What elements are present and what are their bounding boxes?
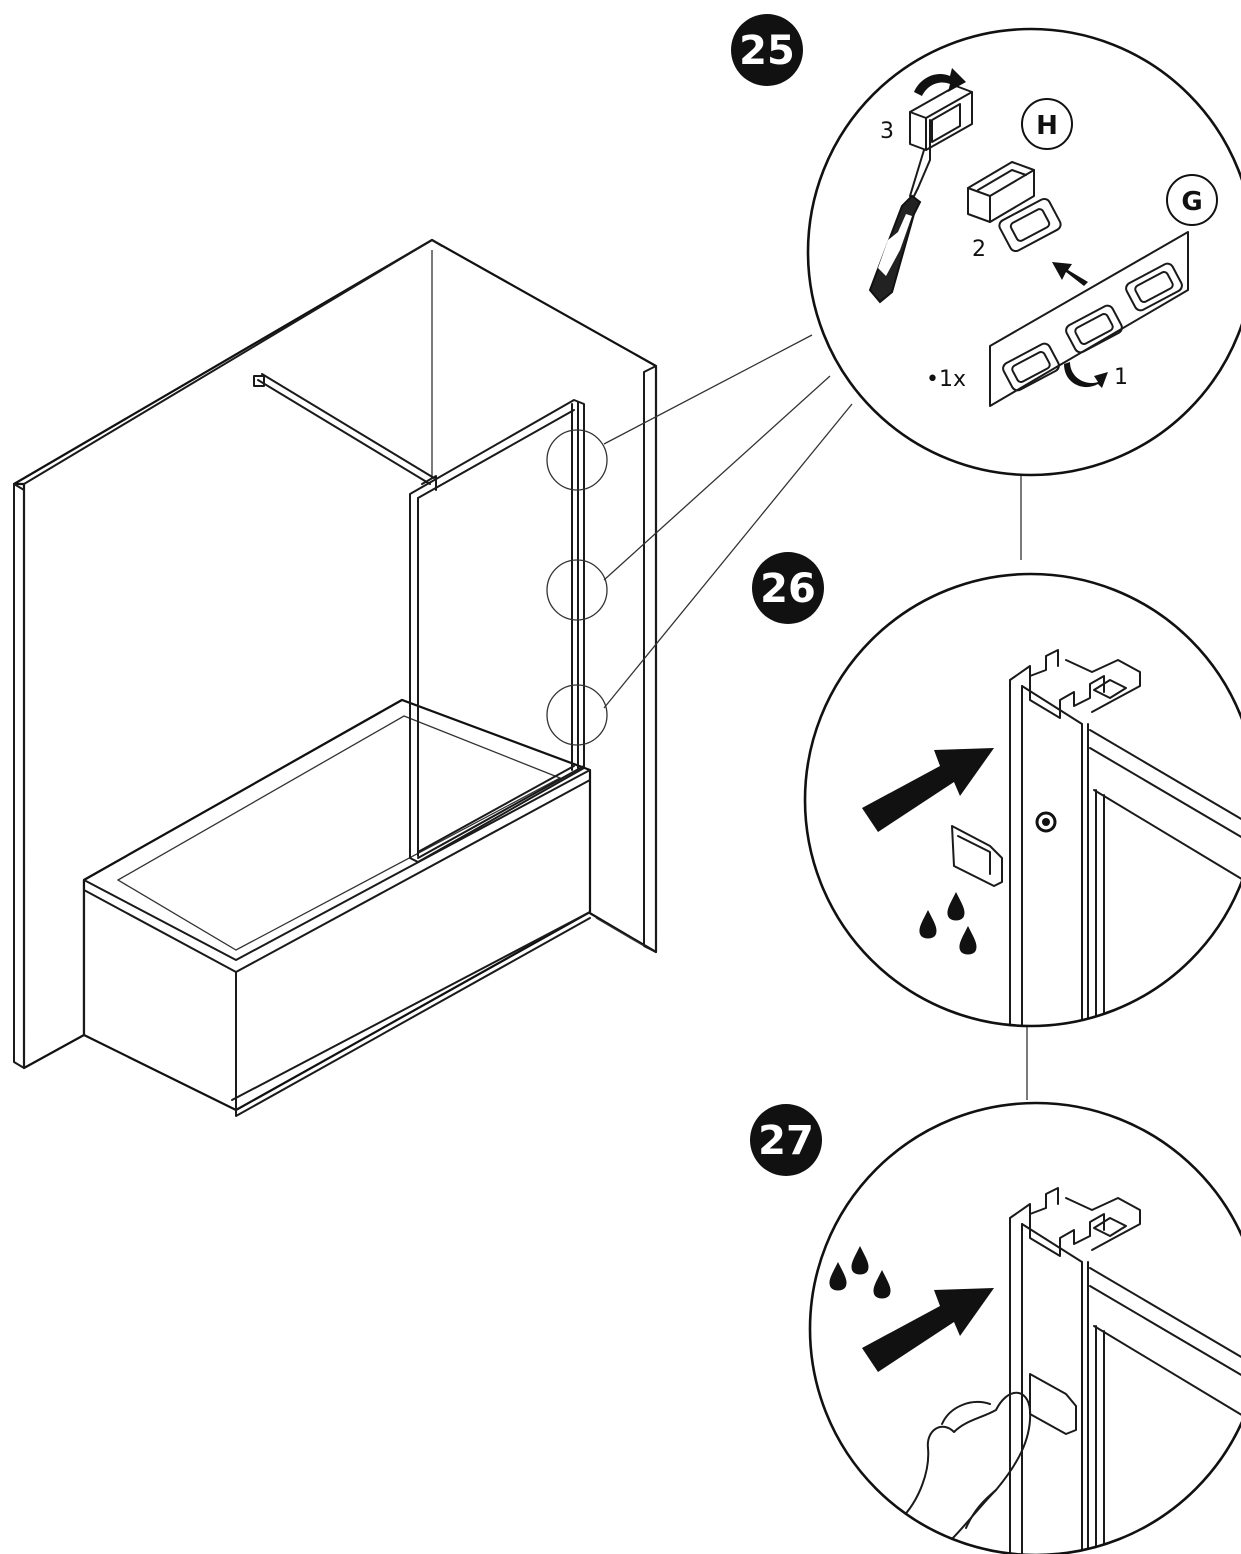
part-g-badge <box>1166 174 1218 226</box>
step-25-number: 25 <box>739 28 795 74</box>
rotate-arrow-icon <box>914 68 966 96</box>
part-2-pad <box>998 197 1062 253</box>
sub-step-1-label: 1 <box>1114 365 1128 390</box>
step-27-badge: 27 <box>750 1104 822 1176</box>
detail-marker-top <box>546 429 608 491</box>
support-bar <box>257 373 435 485</box>
sub-step-3-label: 3 <box>880 119 894 144</box>
detail-marker-middle <box>546 559 608 621</box>
water-drops-icon <box>829 1246 891 1299</box>
detail-circle-25 <box>806 27 1241 477</box>
part-h-label: H <box>1036 111 1058 141</box>
step-27-number: 27 <box>758 1118 814 1164</box>
peel-arrow-icon <box>1064 362 1108 388</box>
detail-marker-bottom <box>546 684 608 746</box>
sub-step-2-label: 2 <box>972 237 986 262</box>
detail-circle-27 <box>810 1103 1241 1554</box>
part-h-badge <box>1021 98 1073 150</box>
bath-scene <box>12 238 853 1117</box>
detail-circle-26 <box>805 574 1241 1026</box>
part-g-label: G <box>1181 187 1202 217</box>
part-h-bumper <box>967 161 1035 223</box>
step-26-number: 26 <box>760 566 816 612</box>
step-25-badge: 25 <box>731 14 803 86</box>
direction-arrow-icon <box>1052 262 1088 286</box>
step-26-detail <box>803 572 1241 1028</box>
push-arrow-icon <box>862 1288 994 1372</box>
knife-icon <box>868 119 931 304</box>
step-25-detail: H G 3 2 1 •1x <box>806 27 1241 477</box>
quantity-label: •1x <box>926 367 966 392</box>
seal-strip <box>989 231 1189 407</box>
step-26-badge: 26 <box>752 552 824 624</box>
glass-screen <box>409 399 585 863</box>
push-arrow-icon <box>862 748 994 832</box>
water-drops-icon <box>919 892 977 955</box>
step-27-detail <box>808 1101 1241 1554</box>
